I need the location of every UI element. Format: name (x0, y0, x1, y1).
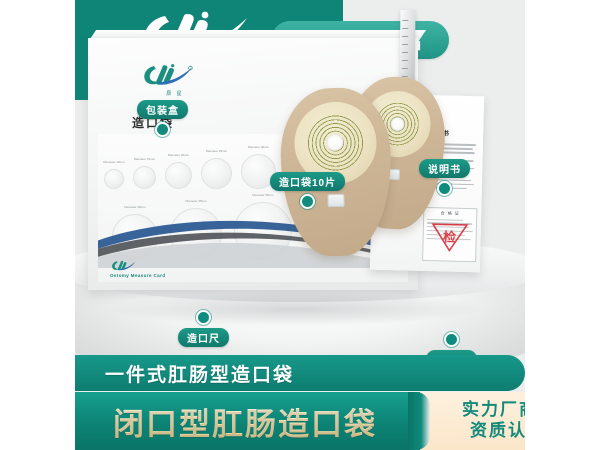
product-card: 辰星医疗 造口袋全家福 辰 星 造口袋 (75, 0, 525, 450)
certificate-title: 合 格 证 (440, 210, 460, 216)
callout-label: 包装盒 (137, 100, 188, 119)
right-white-margin (525, 0, 600, 450)
measure-circle: Diameter 10mm (103, 160, 125, 189)
svg-text:检: 检 (443, 229, 456, 244)
callout-ruler: 造口尺 (178, 310, 229, 347)
banner-ribbon-edge (408, 392, 430, 450)
mid-banner-text: 一件式肛肠型造口袋 (105, 364, 295, 386)
measure-card-en-label: Ostomy Measure Card (110, 273, 166, 278)
callout-label: 造口袋10片 (270, 172, 346, 191)
callout-pouch-count: 造口袋10片 (270, 172, 346, 209)
pedestal-shadow (105, 292, 485, 326)
qc-inspection-stamp-icon: 检 (429, 220, 470, 253)
bottom-main-banner: 闭口型肛肠造口袋 (75, 392, 430, 450)
package-box: 辰 星 造口袋 Diameter 10mm Diameter 15mm Diam… (88, 38, 418, 290)
bottom-right-line1: 实力厂商 (462, 400, 525, 420)
measure-circle: Diameter 25mm (201, 149, 232, 189)
callout-dot-icon (155, 122, 170, 137)
callout-manual: 说明书 (419, 159, 470, 196)
measure-card-logo-icon (110, 258, 230, 273)
callout-dot-icon (196, 310, 211, 325)
measure-circle: Diameter 20mm (165, 153, 192, 189)
measure-circle-label: Diameter 25mm (205, 149, 228, 153)
callout-dot-icon (444, 332, 459, 347)
left-white-margin (0, 0, 75, 450)
bottom-main-banner-text: 闭口型肛肠造口袋 (113, 399, 377, 444)
measure-circle-label: Diameter 30mm (247, 145, 270, 149)
conformity-certificate-box: 合 格 证 检 (422, 206, 478, 263)
measure-card-footer: Ostomy Measure Card (110, 258, 230, 278)
measure-circle-label: Diameter 50mm (252, 193, 274, 197)
package-box-logo-icon: 辰 星 (140, 58, 210, 97)
bottom-right-line2: 资质认证 (470, 421, 525, 440)
callout-label: 造口尺 (178, 328, 229, 347)
callout-package-box: 包装盒 (137, 100, 188, 137)
callout-dot-icon (300, 194, 316, 209)
measure-card-swoosh-graphic (98, 216, 408, 268)
measure-circle-label: Diameter 15mm (133, 157, 156, 161)
measure-circle-label: Diameter 40mm (124, 205, 146, 209)
callout-dot-icon (437, 181, 452, 196)
package-box-logo-sub: 辰 星 (166, 91, 184, 97)
callout-label: 说明书 (419, 159, 470, 178)
measure-circle-label: Diameter 20mm (167, 153, 190, 157)
mid-banner: 一件式肛肠型造口袋 (75, 355, 525, 391)
measure-circle-label: Diameter 10mm (103, 160, 125, 164)
measure-circle: Diameter 15mm (133, 157, 156, 189)
measure-circle-label: Diameter 45mm (185, 199, 207, 203)
